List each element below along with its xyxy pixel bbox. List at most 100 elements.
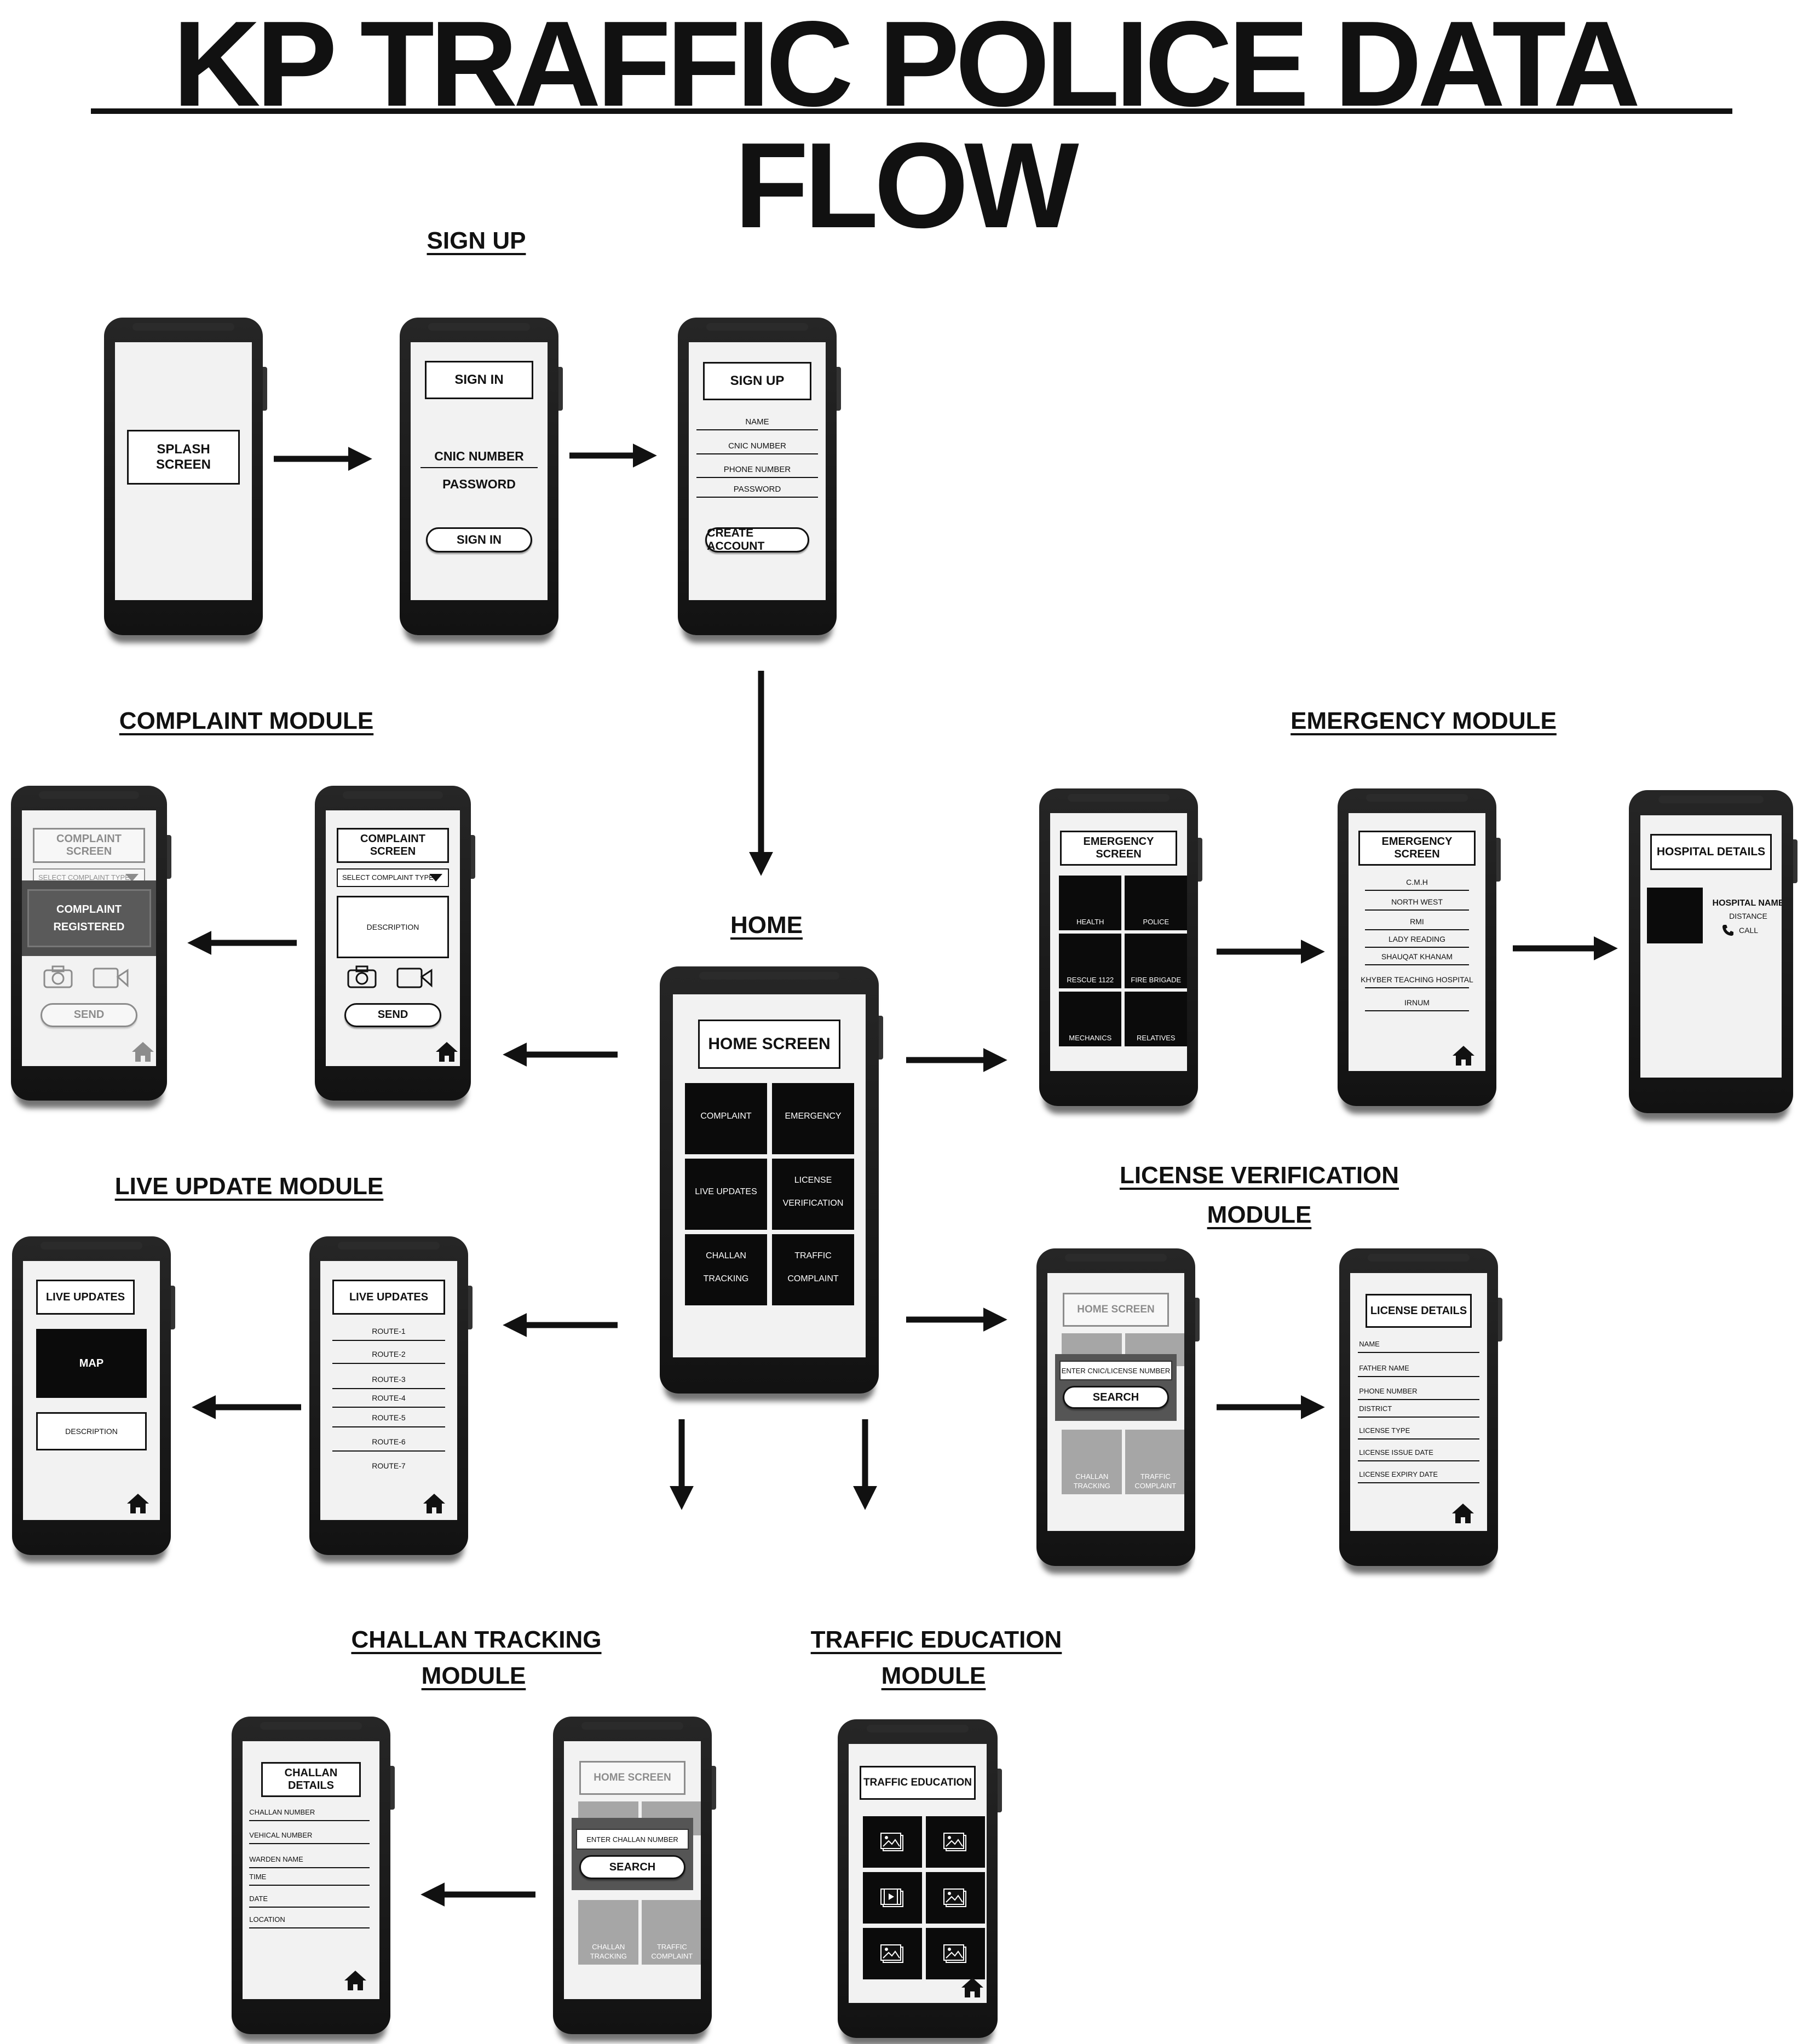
emergency-list-item[interactable]: SHAUQAT KHANAM: [1381, 952, 1453, 961]
license-field-label: LICENSE ISSUE DATE: [1359, 1448, 1433, 1457]
signup-field-line[interactable]: [696, 453, 818, 455]
route-item[interactable]: ROUTE-4: [372, 1394, 406, 1403]
emergency-tile[interactable]: RELATIVES: [1125, 992, 1187, 1047]
home-tile-label: CHALLAN: [706, 1251, 746, 1261]
emergency-list-title: EMERGENCY SCREEN: [1358, 831, 1476, 866]
challan-home-title: HOME SCREEN: [579, 1761, 685, 1795]
tile-b-line1: TRAFFIC: [656, 1943, 687, 1951]
route-line: [332, 1363, 445, 1364]
phone-call-icon[interactable]: [1721, 924, 1735, 937]
route-item[interactable]: ROUTE-6: [372, 1437, 406, 1447]
route-item[interactable]: ROUTE-7: [372, 1461, 406, 1471]
emergency-list-line: [1365, 987, 1469, 989]
emergency-tile[interactable]: MECHANICS: [1059, 992, 1122, 1047]
emergency-tile[interactable]: RESCUE 1122: [1059, 934, 1122, 989]
emergency-list-item[interactable]: RMI: [1410, 917, 1424, 926]
section-license-line2: MODULE: [1207, 1201, 1312, 1228]
camera-icon[interactable]: [347, 965, 377, 989]
hospital-image: [1647, 888, 1703, 944]
popup-line2: REGISTERED: [53, 920, 125, 933]
description-input[interactable]: DESCRIPTION: [336, 895, 450, 958]
home-tile-label: LICENSE: [794, 1176, 832, 1185]
home-tile[interactable]: LIVE UPDATES: [685, 1158, 767, 1230]
signup-field-line[interactable]: [696, 497, 818, 498]
license-field-line: [1358, 1482, 1479, 1484]
section-education-line1: TRAFFIC EDUCATION: [810, 1626, 1062, 1653]
emergency-list-item[interactable]: LADY READING: [1389, 935, 1445, 944]
signup-field-line[interactable]: [696, 429, 818, 431]
complaint-type-select[interactable]: SELECT COMPLAINT TYPE: [336, 868, 450, 887]
password-field[interactable]: PASSWORD: [442, 477, 516, 492]
route-item[interactable]: ROUTE-1: [372, 1327, 406, 1336]
cnic-field[interactable]: CNIC NUMBER: [434, 449, 524, 464]
emergency-list-item[interactable]: NORTH WEST: [1391, 897, 1443, 907]
tile-a-line2: TRACKING: [1073, 1482, 1110, 1490]
home-tile[interactable]: COMPLAINT: [685, 1083, 767, 1154]
challan-search-button[interactable]: SEARCH: [579, 1855, 685, 1880]
create-account-button[interactable]: CREATE ACCOUNT: [705, 527, 809, 553]
home-icon[interactable]: [1451, 1045, 1476, 1067]
signin-button[interactable]: SIGN IN: [426, 527, 532, 553]
emergency-tile[interactable]: POLICE: [1125, 876, 1187, 931]
page-title: KP TRAFFIC POLICE DATA FLOW: [172, 0, 1641, 254]
home-tile[interactable]: EMERGENCY: [772, 1083, 854, 1154]
route-item[interactable]: ROUTE-5: [372, 1413, 406, 1423]
education-tile[interactable]: [926, 1816, 986, 1868]
send-button[interactable]: SEND: [344, 1003, 442, 1027]
challan-search-screen: HOME SCREEN ENTER CHALLAN NUMBER SEARCH …: [564, 1741, 701, 2000]
image-icon: [880, 1944, 904, 1964]
route-item[interactable]: ROUTE-2: [372, 1350, 406, 1359]
emergency-list-item[interactable]: IRNUM: [1404, 998, 1430, 1007]
emergency-list-item[interactable]: KHYBER TEACHING HOSPITAL: [1361, 975, 1473, 984]
signup-field-line[interactable]: [696, 477, 818, 479]
section-emergency: EMERGENCY MODULE: [1291, 707, 1557, 734]
home-icon[interactable]: [422, 1493, 446, 1515]
section-challan-line2: MODULE: [421, 1662, 526, 1689]
education-tile[interactable]: [863, 1872, 923, 1924]
call-label[interactable]: CALL: [1739, 926, 1759, 935]
challan-field-line: [249, 1927, 370, 1929]
emergency-tile[interactable]: FIRE BRIGADE: [1125, 934, 1187, 989]
education-tile[interactable]: [863, 1816, 923, 1868]
emergency-list-item[interactable]: C.M.H: [1406, 878, 1428, 887]
home-icon[interactable]: [343, 1970, 367, 1991]
send-button-faded: SEND: [40, 1003, 138, 1027]
phone-education: TRAFFIC EDUCATION: [838, 1719, 1002, 2038]
emergency-list-line: [1365, 909, 1469, 911]
home-icon[interactable]: [960, 1977, 984, 1999]
education-tile[interactable]: [863, 1928, 923, 1980]
license-input[interactable]: ENTER CNIC/LICENSE NUMBER: [1059, 1361, 1172, 1381]
signup-title: SIGN UP: [703, 362, 811, 401]
video-camera-icon[interactable]: [396, 966, 433, 989]
phone-splash: SPLASH SCREEN: [104, 318, 267, 635]
education-tile[interactable]: [926, 1872, 986, 1924]
tile-b-line2: COMPLAINT: [651, 1952, 693, 1961]
challan-input[interactable]: ENTER CHALLAN NUMBER: [576, 1829, 689, 1850]
signup-field-label: NAME: [745, 417, 769, 427]
video-camera-icon: [93, 968, 129, 988]
home-icon[interactable]: [435, 1041, 459, 1063]
education-tile[interactable]: [926, 1928, 986, 1980]
phone-hospital: HOSPITAL DETAILS HOSPITAL NAME DISTANCE …: [1629, 790, 1798, 1113]
map-area[interactable]: MAP: [36, 1329, 147, 1398]
splash-screen: SPLASH SCREEN: [115, 342, 252, 601]
phone-complaint-registered: COMPLAINT SCREEN SELECT COMPLAINT TYPE C…: [11, 786, 171, 1101]
signup-field-label: CNIC NUMBER: [728, 441, 786, 451]
license-search-button[interactable]: SEARCH: [1063, 1386, 1169, 1409]
home-icon[interactable]: [1451, 1502, 1475, 1524]
route-item[interactable]: ROUTE-3: [372, 1375, 406, 1384]
emergency-tile[interactable]: HEALTH: [1059, 876, 1122, 931]
phone-complaint: COMPLAINT SCREEN SELECT COMPLAINT TYPE D…: [315, 786, 475, 1101]
route-line: [332, 1340, 445, 1341]
home-icon[interactable]: [126, 1493, 150, 1515]
